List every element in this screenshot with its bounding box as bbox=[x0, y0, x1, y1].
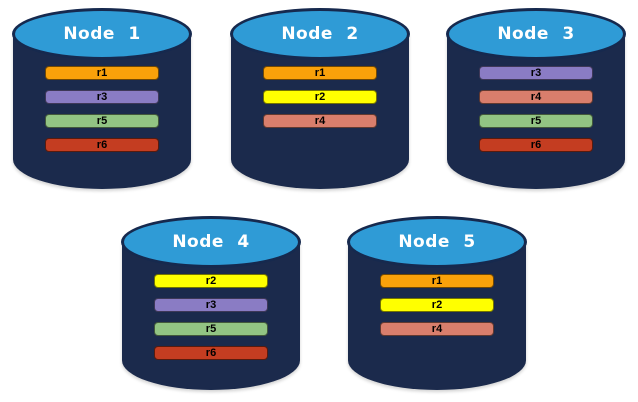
replica-bar: r1 bbox=[263, 66, 377, 80]
replica-bar: r3 bbox=[45, 90, 159, 104]
replica-label: r5 bbox=[96, 114, 108, 127]
replica-label: r5 bbox=[530, 114, 542, 127]
replica-label: r6 bbox=[205, 346, 217, 359]
replica-bar: r2 bbox=[380, 298, 494, 312]
replica-bar: r5 bbox=[479, 114, 593, 128]
replica-list: r1 r3 r5 r6 bbox=[12, 66, 192, 152]
cylinder-top: Node 3 bbox=[446, 8, 626, 60]
replica-label: r4 bbox=[530, 90, 542, 103]
replica-list: r2 r3 r5 r6 bbox=[121, 274, 301, 360]
replica-bar: r6 bbox=[154, 346, 268, 360]
node-cylinder: Node 4 r2 r3 r5 r6 bbox=[121, 216, 301, 390]
replica-label: r3 bbox=[205, 298, 217, 311]
replica-label: r2 bbox=[314, 90, 326, 103]
replica-bar: r1 bbox=[45, 66, 159, 80]
cylinder-top: Node 4 bbox=[121, 216, 301, 268]
replica-list: r3 r4 r5 r6 bbox=[446, 66, 626, 152]
node-label: Node 1 bbox=[63, 24, 141, 44]
replica-label: r2 bbox=[431, 298, 443, 311]
replica-label: r6 bbox=[96, 138, 108, 151]
replica-bar: r1 bbox=[380, 274, 494, 288]
replica-bar: r6 bbox=[479, 138, 593, 152]
node-cylinder: Node 1 r1 r3 r5 r6 bbox=[12, 8, 192, 189]
node-label: Node 3 bbox=[497, 24, 575, 44]
replica-label: r6 bbox=[530, 138, 542, 151]
replica-list: r1 r2 r4 bbox=[347, 274, 527, 336]
replica-bar: r2 bbox=[154, 274, 268, 288]
replica-bar: r5 bbox=[154, 322, 268, 336]
node-cylinder: Node 3 r3 r4 r5 r6 bbox=[446, 8, 626, 189]
replica-bar: r2 bbox=[263, 90, 377, 104]
node-label: Node 5 bbox=[398, 232, 476, 252]
replica-bar: r5 bbox=[45, 114, 159, 128]
replica-bar: r4 bbox=[263, 114, 377, 128]
replica-label: r1 bbox=[314, 66, 326, 79]
replica-label: r4 bbox=[314, 114, 326, 127]
replica-bar: r4 bbox=[380, 322, 494, 336]
replica-bar: r6 bbox=[45, 138, 159, 152]
replica-label: r3 bbox=[530, 66, 542, 79]
replica-bar: r3 bbox=[479, 66, 593, 80]
replica-label: r4 bbox=[431, 322, 443, 335]
cylinder-top: Node 2 bbox=[230, 8, 410, 60]
replica-list: r1 r2 r4 bbox=[230, 66, 410, 128]
cylinder-top: Node 1 bbox=[12, 8, 192, 60]
replica-label: r1 bbox=[96, 66, 108, 79]
replica-label: r2 bbox=[205, 274, 217, 287]
replica-label: r1 bbox=[431, 274, 443, 287]
replica-label: r5 bbox=[205, 322, 217, 335]
replica-bar: r4 bbox=[479, 90, 593, 104]
cylinder-top: Node 5 bbox=[347, 216, 527, 268]
node-label: Node 2 bbox=[281, 24, 359, 44]
replica-label: r3 bbox=[96, 90, 108, 103]
node-cylinder: Node 5 r1 r2 r4 bbox=[347, 216, 527, 390]
node-label: Node 4 bbox=[172, 232, 250, 252]
node-cylinder: Node 2 r1 r2 r4 bbox=[230, 8, 410, 189]
replica-bar: r3 bbox=[154, 298, 268, 312]
